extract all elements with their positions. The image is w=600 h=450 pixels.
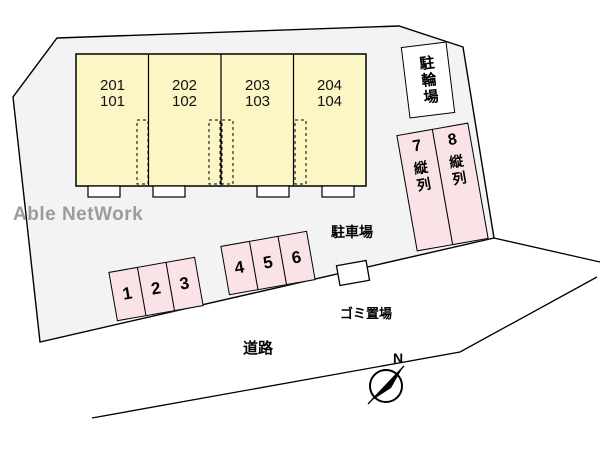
unit-3-floor1: 103 <box>244 93 271 110</box>
unit-1-floor1: 101 <box>99 93 126 110</box>
entrance-porch-3 <box>256 185 290 198</box>
bicycle-parking-box: 駐輪場 <box>400 41 456 119</box>
entrance-porch-1 <box>87 185 121 198</box>
road-lower-edge <box>91 276 598 419</box>
unit-label-4: 204 104 <box>293 78 366 110</box>
parking-space-7-type: 縦列 <box>411 159 434 196</box>
unit-3-floor2: 203 <box>244 77 271 94</box>
stair-dashed-1 <box>136 119 149 185</box>
stair-dashed-3 <box>221 119 234 185</box>
parking-space-8-type: 縦列 <box>447 152 469 190</box>
unit-2-floor1: 102 <box>171 93 198 110</box>
stair-dashed-4 <box>294 119 307 185</box>
unit-2-floor2: 202 <box>171 77 198 94</box>
road-label: 道路 <box>242 340 273 357</box>
road-upper-edge <box>493 237 600 263</box>
compass-needle <box>371 367 403 401</box>
stair-dashed-2 <box>208 119 221 185</box>
unit-4-floor2: 204 <box>316 77 343 94</box>
parking-space-8-number: 8 <box>446 130 459 150</box>
entrance-porch-4 <box>321 185 355 198</box>
unit-label-2: 202 102 <box>148 78 221 110</box>
unit-4-floor1: 104 <box>316 93 343 110</box>
entrance-porch-2 <box>152 185 186 198</box>
parking-lot-label: 駐車場 <box>331 224 373 240</box>
bicycle-parking-label: 駐輪場 <box>416 53 440 107</box>
parking-space-7-number: 7 <box>411 137 423 156</box>
unit-label-3: 203 103 <box>221 78 294 110</box>
garbage-area-label: ゴミ置場 <box>339 306 392 321</box>
north-label: N <box>393 350 404 366</box>
unit-1-floor2: 201 <box>99 77 126 94</box>
garbage-box <box>335 259 371 287</box>
unit-label-1: 201 101 <box>76 78 149 110</box>
watermark: Able NetWork <box>13 204 144 225</box>
